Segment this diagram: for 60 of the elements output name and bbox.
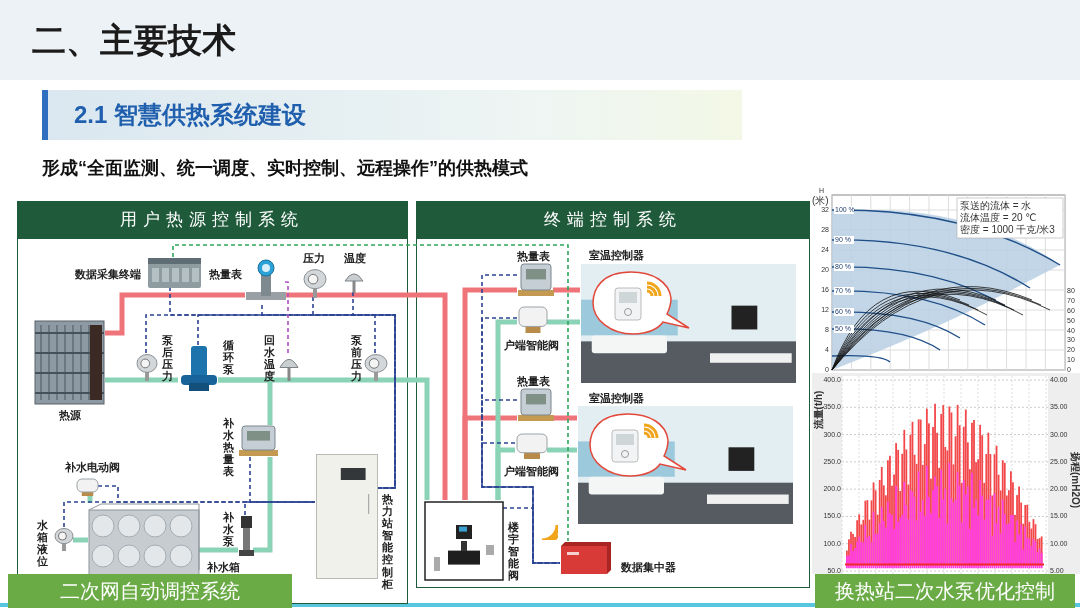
device-label: 热源 xyxy=(59,408,81,422)
axis-title: (米) xyxy=(812,195,830,207)
device-label: 热量表 xyxy=(209,267,242,281)
pipe-line xyxy=(105,292,245,336)
chart-note: 泵送的流体 = 水 xyxy=(960,200,1033,212)
device-label: 户端智能阀 xyxy=(504,464,559,478)
device-label: 回水温度 xyxy=(264,334,275,383)
axis-title: 扬程(mH2O) xyxy=(1069,450,1080,510)
device-label: 补水泵 xyxy=(223,511,234,548)
pipe-line xyxy=(553,415,577,421)
axis-title: 流量(t/h) xyxy=(813,389,824,432)
signal-line xyxy=(145,314,396,489)
device-label: 泵前压力 xyxy=(351,334,362,383)
pipe-line xyxy=(253,457,273,553)
device-label: 数据采集终端 xyxy=(75,267,141,281)
signal-line xyxy=(97,485,316,503)
pipe-line xyxy=(73,537,88,543)
system-banner: 二次网自动调控系统 xyxy=(8,574,292,608)
signal-line xyxy=(261,304,396,489)
device-label: 户端智能阀 xyxy=(504,338,559,352)
system-banner: 换热站二次水泵优化控制 xyxy=(815,574,1075,608)
pipe-line xyxy=(198,547,238,553)
signal-line xyxy=(249,456,316,503)
pipe-line xyxy=(547,447,577,453)
chart-note: 密度 = 1000 千克/米3 xyxy=(960,224,1056,236)
signal-line xyxy=(481,399,561,564)
device-label: 水箱液位 xyxy=(37,519,48,568)
pipe-line xyxy=(285,292,448,500)
device-label: 室温控制器 xyxy=(589,248,644,262)
pipe-line xyxy=(462,415,517,500)
pipe-line xyxy=(105,377,178,383)
signal-line xyxy=(374,314,396,489)
device-label: 温度 xyxy=(344,251,366,265)
chart-note: 流体温度 = 20 ℃ xyxy=(960,212,1038,224)
pipe-line xyxy=(218,377,273,425)
device-label: 热力站智能控制柜 xyxy=(382,493,393,590)
pipe-line xyxy=(547,319,580,325)
panel-header: 用户热源控制系统 xyxy=(16,200,408,239)
signal-line xyxy=(172,244,569,542)
pipe-line xyxy=(87,495,93,503)
device-label: 楼宇智能阀 xyxy=(508,521,519,582)
section-banner: 2.1 智慧供热系统建设 xyxy=(42,90,742,140)
device-label: 室温控制器 xyxy=(589,391,644,405)
signal-line xyxy=(284,281,289,354)
page-title: 二、主要技术 xyxy=(32,20,236,61)
pipe-line xyxy=(553,287,580,293)
signal-line xyxy=(244,501,316,516)
device-label: 循环泵 xyxy=(223,339,234,376)
device-label: 热量表 xyxy=(517,249,550,263)
device-label: 热量表 xyxy=(517,374,550,388)
panel xyxy=(416,201,810,588)
device-label: 泵后压力 xyxy=(162,334,173,383)
panel-header: 终端控制系统 xyxy=(415,200,810,239)
device-label: 数据集中器 xyxy=(621,560,676,574)
pipe-line xyxy=(495,447,515,500)
device-label: 补水箱 xyxy=(207,560,240,574)
device-label: 补水电动阀 xyxy=(65,460,120,474)
subtitle-text: 形成“全面监测、统一调度、实时控制、远程操作”的供热模式 xyxy=(42,157,529,180)
device-label: 压力 xyxy=(303,251,325,265)
device-label: 补水热量表 xyxy=(223,417,234,478)
